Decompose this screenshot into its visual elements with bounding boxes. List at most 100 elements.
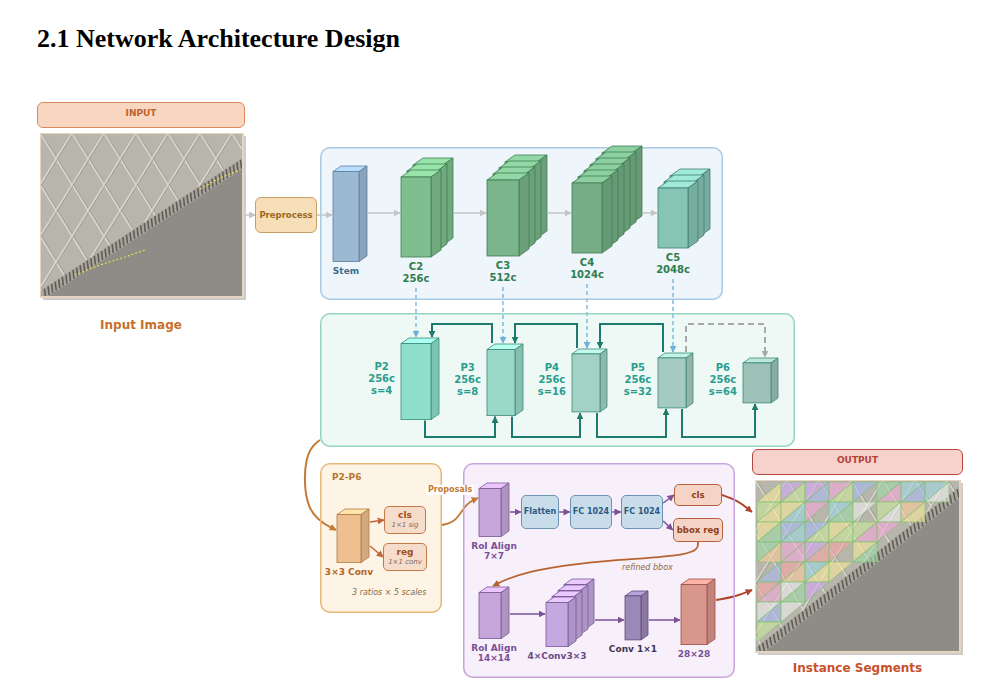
seam-stitch (899, 535, 901, 544)
node-text: reg (397, 547, 414, 558)
block-shape (545, 578, 595, 648)
block-shape (486, 154, 548, 257)
seam-stitch (240, 160, 241, 169)
block-shape (657, 352, 694, 409)
pyramid-block: P5 256c s=32 (624, 352, 694, 409)
seam-stitch (863, 563, 865, 572)
segment-mask (757, 542, 781, 562)
segment-mask (853, 522, 877, 542)
segment-mask (781, 522, 805, 542)
connector (245, 214, 255, 216)
block-front (572, 183, 602, 253)
output-figure: OUTPUTInstance Segments (752, 449, 963, 680)
segment-mask (757, 622, 781, 642)
seam-stitch (237, 162, 238, 171)
segment-mask (901, 482, 925, 502)
block-label: Conv 1×1 (609, 644, 657, 655)
block-label: P6 256c s=64 (709, 362, 737, 398)
seam-stitch (835, 586, 837, 595)
segment-mask (829, 482, 853, 502)
segment-mask (781, 562, 805, 582)
seam-stitch (52, 284, 53, 293)
seam-stitch (853, 572, 855, 581)
connector (425, 417, 495, 437)
block-side (707, 579, 715, 645)
node-text: Flatten (524, 507, 556, 517)
block-front (625, 596, 641, 640)
seam-stitch (881, 549, 883, 558)
segment-mask (805, 542, 829, 562)
panel-fills (320, 147, 795, 678)
panel-heading: P2-P6 (332, 472, 361, 483)
seam-stitch (201, 186, 202, 195)
seam-stitch (770, 637, 772, 646)
seam-stitch (932, 509, 934, 518)
seam-stitch (795, 617, 797, 626)
block-label: C4 1024c (570, 257, 604, 281)
connector (442, 498, 478, 525)
segment-mask (805, 482, 829, 502)
block-side (431, 170, 441, 257)
segment-mask (877, 522, 901, 542)
panel-fill (320, 147, 723, 300)
seam-stitch (98, 253, 99, 262)
segment-mask (805, 522, 829, 542)
block-side (686, 353, 693, 408)
seam-stitch (856, 569, 858, 578)
node-text: Preprocess (259, 210, 312, 220)
connector (682, 404, 755, 437)
block-label: C5 2048c (656, 252, 690, 276)
node-text: FC 1024 (624, 507, 660, 517)
segment-mask (853, 542, 877, 562)
seam-stitch (223, 172, 224, 181)
block-label: P2 256c s=4 (368, 361, 395, 397)
pyramid-block: P2 256c s=4 (368, 337, 440, 421)
segment-mask (805, 562, 829, 582)
seam-stitch (66, 275, 67, 284)
block-front (337, 515, 361, 563)
rpn-output-box: reg1×1 conv (383, 543, 427, 571)
seam-stitch (141, 225, 142, 234)
connector (510, 511, 521, 513)
seam-stitch (123, 237, 124, 246)
seam-stitch (166, 209, 167, 218)
segment-mask (901, 482, 925, 502)
connector (502, 287, 503, 343)
block-shape (400, 337, 440, 421)
segment-mask (853, 542, 877, 562)
segment-mask (805, 502, 829, 522)
segment-mask (781, 522, 805, 542)
seam-stitch (148, 221, 149, 230)
seam-stitch (84, 263, 85, 272)
connector (370, 520, 384, 522)
segment-masks (757, 482, 949, 642)
seam-stitch (219, 174, 220, 183)
seam-stitch (73, 270, 74, 279)
seam-stitch (112, 244, 113, 253)
segment-mask (877, 482, 901, 502)
seam-stitch (799, 614, 801, 623)
seam-stitch (91, 258, 92, 267)
block-front (658, 188, 688, 248)
block-shape (332, 165, 368, 263)
lower-fabric (40, 137, 243, 297)
seam-stitch (176, 202, 177, 211)
block-shape (478, 586, 510, 640)
stem-block: Stem (332, 165, 368, 279)
segment-mask (901, 502, 925, 522)
seam-stitch (116, 242, 117, 251)
block-shape (680, 578, 716, 646)
seam-stitch (791, 620, 793, 629)
seam-stitch (62, 277, 63, 286)
seam-stitch (842, 580, 844, 589)
pyramid-block: P3 256c s=8 (454, 343, 524, 417)
yellow-trace (200, 170, 240, 189)
seam-stitch (928, 512, 930, 521)
block-shape (742, 357, 779, 404)
figure-caption: Instance Segments (752, 661, 963, 675)
seam-stitch (77, 267, 78, 276)
seam-stitch (903, 532, 905, 541)
connector (368, 212, 400, 214)
stage-block: C5 2048c (657, 168, 711, 279)
node-text: cls (691, 490, 704, 500)
